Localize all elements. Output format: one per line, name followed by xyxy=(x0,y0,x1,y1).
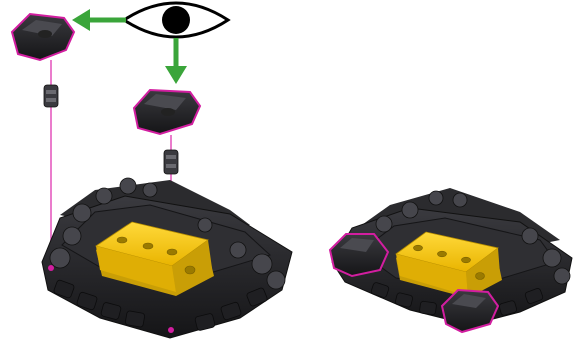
bumper-part-middle xyxy=(134,90,200,134)
bumper-part-attached-left xyxy=(330,234,388,276)
bumper-part-attached-bottom xyxy=(442,290,498,332)
assembled-view xyxy=(330,188,572,332)
exploded-view xyxy=(12,3,292,338)
arrow-down-icon xyxy=(165,38,187,84)
connector-pin-right xyxy=(164,150,178,174)
arrow-left-icon xyxy=(72,9,126,31)
connector-pin-left xyxy=(44,85,58,107)
bumper-part-top-left xyxy=(12,14,74,60)
eye-icon xyxy=(124,3,228,37)
base-frame-exploded xyxy=(42,178,292,338)
